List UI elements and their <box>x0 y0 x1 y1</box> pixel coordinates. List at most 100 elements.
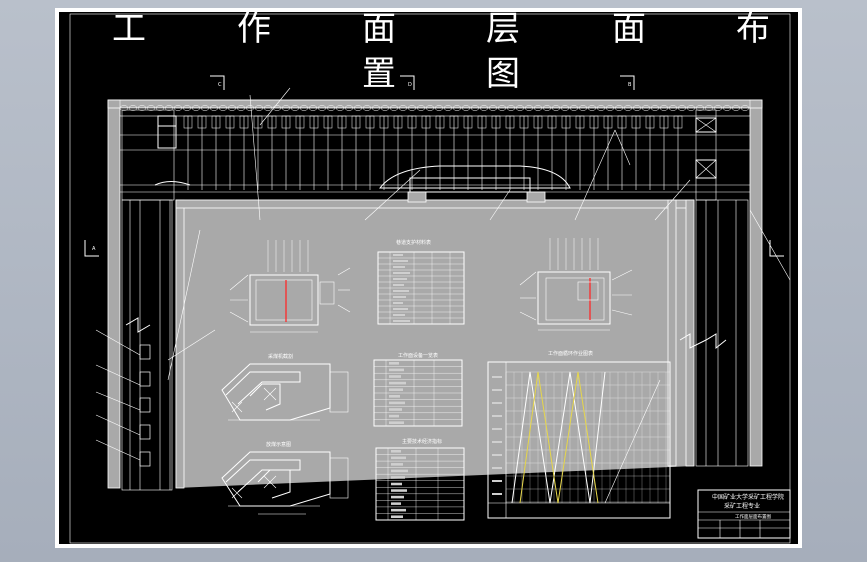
support-canopy <box>225 115 235 129</box>
rubble-stone <box>722 105 732 111</box>
title-char: 面 <box>362 9 396 49</box>
cell-text <box>391 508 406 512</box>
support-canopy <box>253 115 263 129</box>
rubble-stone <box>506 105 516 111</box>
support-canopy <box>477 115 487 129</box>
support-canopy <box>183 115 193 129</box>
cell-text <box>393 290 409 292</box>
rubble-stone <box>740 105 750 111</box>
rubble-stone <box>659 105 669 111</box>
support-canopy <box>211 115 221 129</box>
table-tech-indicators[interactable]: 主要技术经济指标 <box>375 438 465 521</box>
cell-text <box>389 395 400 398</box>
title-block[interactable]: 中国矿业大学采矿工程学院 采矿工程专业 工作面层面布置图 <box>697 489 791 539</box>
rubble-stone <box>686 105 696 111</box>
bottom-inner-wall <box>175 199 695 209</box>
table-equipment-list[interactable]: 工作面设备一览表 <box>373 352 463 427</box>
rubble-stone <box>551 105 561 111</box>
support-canopy <box>239 115 249 129</box>
title-char: 置 <box>362 54 396 94</box>
table-support-materials[interactable]: 巷道支护材料表 <box>377 239 465 325</box>
chart-rows <box>492 376 502 495</box>
rubble-stone <box>425 105 435 111</box>
drawing-title: 工 作 面 层 面 布 置 图 <box>112 9 770 94</box>
rubble-stone <box>434 105 444 111</box>
rubble-stone <box>515 105 525 111</box>
right-inner-wall <box>685 199 695 467</box>
rubble-stone <box>173 105 183 111</box>
cell-text <box>393 314 405 316</box>
row-label <box>492 441 502 443</box>
rubble-stone <box>290 105 300 111</box>
cell-text <box>393 284 404 286</box>
table-grid <box>378 252 464 324</box>
rubble-stone <box>299 105 309 111</box>
cycle-operation-chart[interactable]: 工作面循环作业图表 <box>487 350 671 519</box>
rubble-stone <box>164 105 174 111</box>
row-label <box>492 389 502 391</box>
support-canopy <box>673 115 683 129</box>
title-char: 图 <box>486 54 520 94</box>
rubble-stone <box>317 105 327 111</box>
cross-section-diagram-1[interactable]: 采煤机截割 <box>221 353 349 421</box>
rubble-stone <box>632 105 642 111</box>
section-view-right[interactable] <box>519 238 633 331</box>
support-canopy <box>197 115 207 129</box>
cross-section-diagram-2[interactable]: 放煤示意图 <box>221 441 349 515</box>
cell-text <box>393 320 410 322</box>
cell-text <box>389 401 405 405</box>
rubble-stone <box>407 105 417 111</box>
marker-label: A <box>92 246 96 252</box>
table-title: 主要技术经济指标 <box>402 438 442 445</box>
rubble-stone <box>335 105 345 111</box>
support-canopy <box>561 115 571 129</box>
support-canopy <box>435 115 445 129</box>
right-outer-wall <box>749 99 763 467</box>
section-view-left[interactable] <box>229 240 351 333</box>
cell-text <box>389 375 401 378</box>
cell-text <box>391 515 403 518</box>
support-canopy <box>603 115 613 129</box>
cell-text <box>389 362 399 365</box>
support-canopy <box>309 115 319 129</box>
support-canopy <box>323 115 333 129</box>
rubble-stone <box>137 105 147 111</box>
roadway-unit <box>139 424 151 440</box>
support-canopy <box>463 115 473 129</box>
cell-text <box>389 368 404 372</box>
marker-label: D <box>408 82 412 88</box>
roadway-unit <box>139 371 151 387</box>
rubble-stone <box>254 105 264 111</box>
support-canopy <box>281 115 291 129</box>
cell-text <box>389 388 403 391</box>
rubble-stone <box>704 105 714 111</box>
rubble-stone <box>362 105 372 111</box>
rubble-stone <box>560 105 570 111</box>
marker-label: C <box>218 82 222 88</box>
diagram-title: 采煤机截割 <box>268 353 293 360</box>
support-canopy <box>337 115 347 129</box>
support-canopy <box>589 115 599 129</box>
rubble-stone <box>308 105 318 111</box>
support-canopy <box>617 115 627 129</box>
cell-text <box>389 421 404 424</box>
right-pillar-wall <box>667 199 677 467</box>
rubble-stone <box>461 105 471 111</box>
rubble-stone <box>569 105 579 111</box>
support-canopy <box>393 115 403 129</box>
row-label <box>492 480 502 482</box>
cell-text <box>393 278 407 280</box>
support-canopy <box>645 115 655 129</box>
rubble-stone <box>371 105 381 111</box>
support-canopy <box>449 115 459 129</box>
cell-text <box>391 502 401 505</box>
cell-text <box>389 381 406 385</box>
cell-text <box>393 272 410 274</box>
rubble-stone <box>488 105 498 111</box>
left-outer-wall <box>107 99 121 489</box>
roadway-unit <box>139 397 151 413</box>
cell-text <box>389 408 402 411</box>
shearer-drum <box>407 191 427 203</box>
